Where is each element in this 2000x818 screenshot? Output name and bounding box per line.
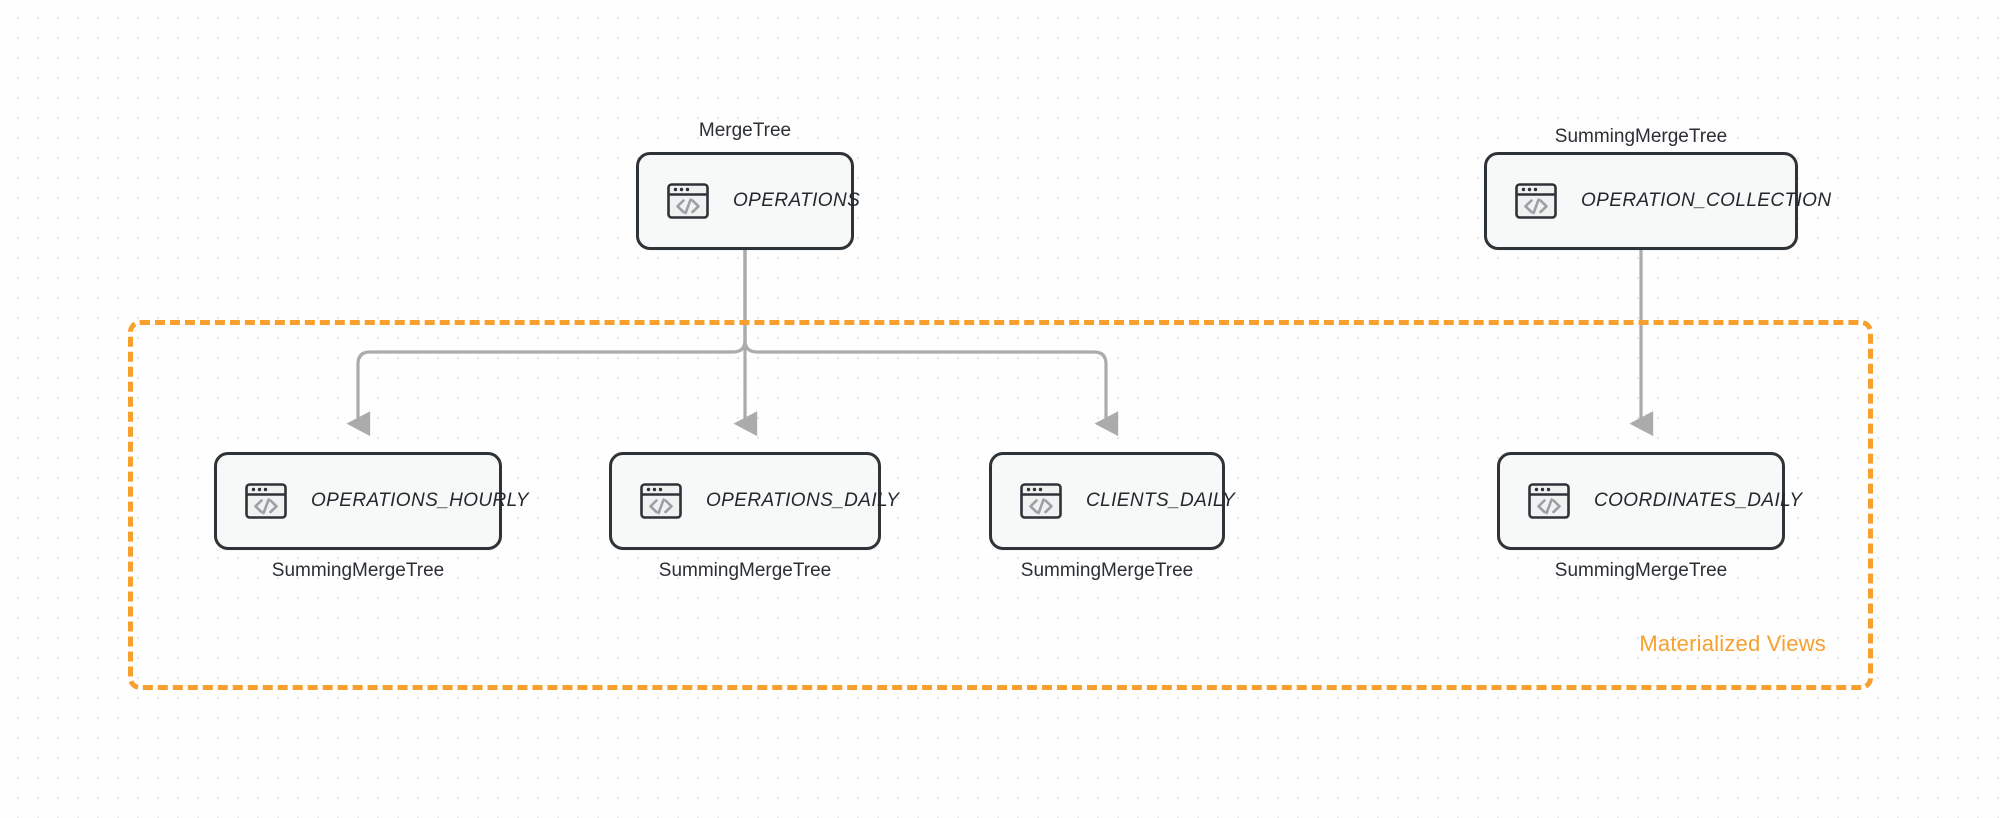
node-operations-label: OPERATIONS [733, 190, 861, 211]
code-window-icon [1526, 478, 1572, 524]
code-window-icon [1018, 478, 1064, 524]
materialized-views-label: Materialized Views [1639, 631, 1826, 656]
caption-coordinates-daily-engine: SummingMergeTree [1554, 560, 1728, 581]
caption-operations-hourly-engine: SummingMergeTree [271, 560, 445, 581]
node-operations-hourly[interactable]: OPERATIONS_HOURLY [214, 452, 529, 550]
node-operations-hourly-label: OPERATIONS_HOURLY [311, 490, 529, 511]
node-clients-daily[interactable]: CLIENTS_DAILY [989, 452, 1235, 550]
code-window-icon [243, 478, 289, 524]
node-operation-collection-label: OPERATION_COLLECTION [1581, 190, 1832, 211]
caption-operations-daily-engine: SummingMergeTree [658, 560, 832, 581]
code-window-icon [638, 478, 684, 524]
node-operations-daily[interactable]: OPERATIONS_DAILY [609, 452, 899, 550]
materialized-views-group: Materialized Views [128, 320, 1873, 690]
node-coordinates-daily[interactable]: COORDINATES_DAILY [1497, 452, 1802, 550]
code-window-icon [1513, 178, 1559, 224]
caption-operation-collection-engine: SummingMergeTree [1554, 126, 1728, 147]
node-clients-daily-label: CLIENTS_DAILY [1086, 490, 1236, 511]
caption-clients-daily-engine: SummingMergeTree [1020, 560, 1194, 581]
node-operations-daily-label: OPERATIONS_DAILY [706, 490, 900, 511]
code-window-icon [665, 178, 711, 224]
node-operation-collection[interactable]: OPERATION_COLLECTION [1484, 152, 1831, 250]
caption-operations-engine: MergeTree [698, 120, 792, 141]
node-coordinates-daily-label: COORDINATES_DAILY [1594, 490, 1803, 511]
node-operations[interactable]: OPERATIONS [636, 152, 860, 250]
